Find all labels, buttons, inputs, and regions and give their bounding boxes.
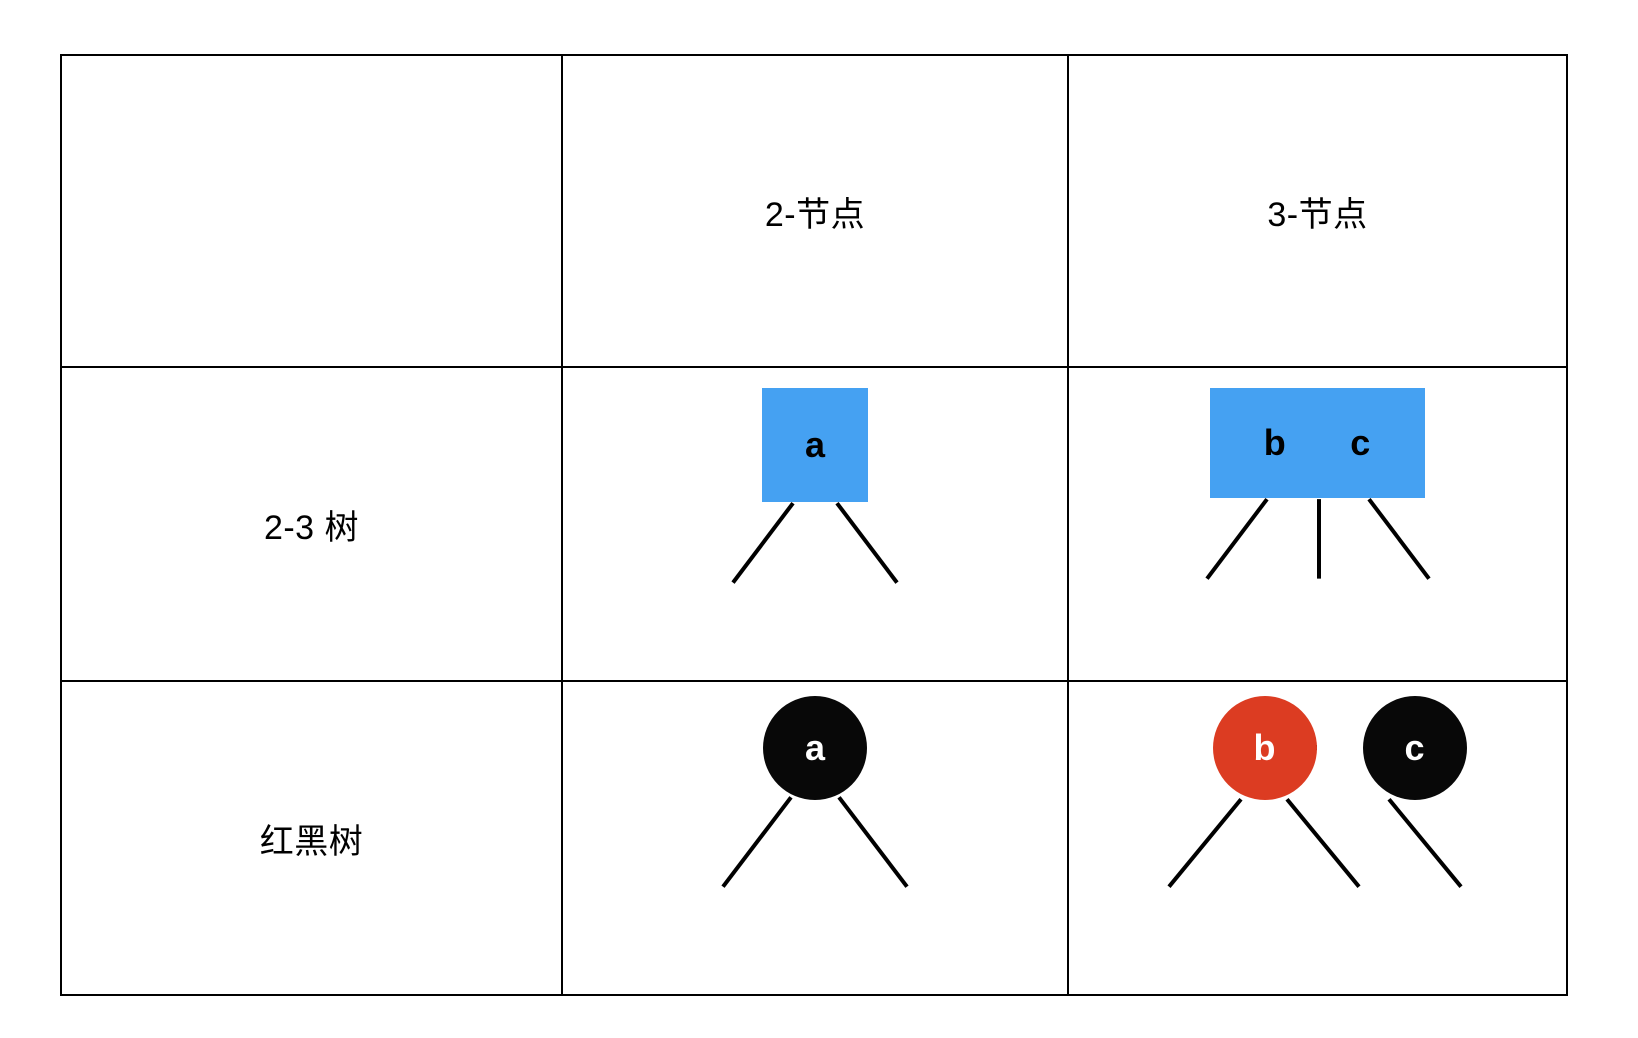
edge-right	[1367, 497, 1431, 580]
edges-rbtree-three-node	[1167, 745, 1463, 888]
table-row-red-black-tree: 红黑树 a	[60, 680, 1568, 996]
cell-23tree-two-node: a	[561, 366, 1069, 682]
node-key-a: a	[804, 424, 826, 465]
header-cell-three-node: 3-节点	[1067, 54, 1568, 368]
header-two-node-label: 2-节点	[764, 195, 866, 234]
table-header-row: 2-节点 3-节点	[60, 54, 1568, 368]
cell-23tree-three-node: b c	[1067, 366, 1568, 682]
node-2node-box: a	[762, 388, 868, 502]
comparison-table: 2-节点 3-节点 2-3 树	[60, 54, 1568, 996]
node-black-circle-c: c	[1362, 696, 1467, 800]
edge-right	[1387, 797, 1463, 888]
edge-right	[835, 501, 899, 584]
row-label-cell-red-black-tree: 红黑树	[60, 680, 563, 996]
node-key-c: c	[1350, 422, 1371, 463]
cell-rbtree-two-node: a	[561, 680, 1069, 996]
edge-middle	[1285, 797, 1361, 888]
node-black-circle-a: a	[763, 696, 867, 800]
node-3node-box: b c	[1209, 388, 1425, 498]
row-label-23-tree: 2-3 树	[263, 508, 360, 547]
edge-left	[721, 796, 793, 888]
edge-left	[1167, 797, 1243, 888]
edge-right	[837, 796, 909, 888]
cell-rbtree-three-node: b c	[1067, 680, 1568, 996]
edge-left	[1205, 497, 1269, 580]
node-key-a: a	[804, 727, 826, 768]
canvas-rbtree-three-node	[1069, 682, 1566, 994]
header-three-node-label: 3-节点	[1267, 195, 1368, 234]
node-key-b: b	[1263, 422, 1286, 463]
row-label-cell-23-tree: 2-3 树	[60, 366, 563, 682]
node-key-c: c	[1404, 727, 1425, 768]
row-label-red-black-tree: 红黑树	[259, 822, 364, 861]
node-red-circle-b: b	[1212, 696, 1317, 800]
header-cell-empty	[60, 54, 563, 368]
table-row-23-tree: 2-3 树 a	[60, 366, 1568, 682]
header-cell-two-node: 2-节点	[561, 54, 1069, 368]
edge-left	[731, 501, 795, 584]
node-key-b: b	[1253, 727, 1276, 768]
